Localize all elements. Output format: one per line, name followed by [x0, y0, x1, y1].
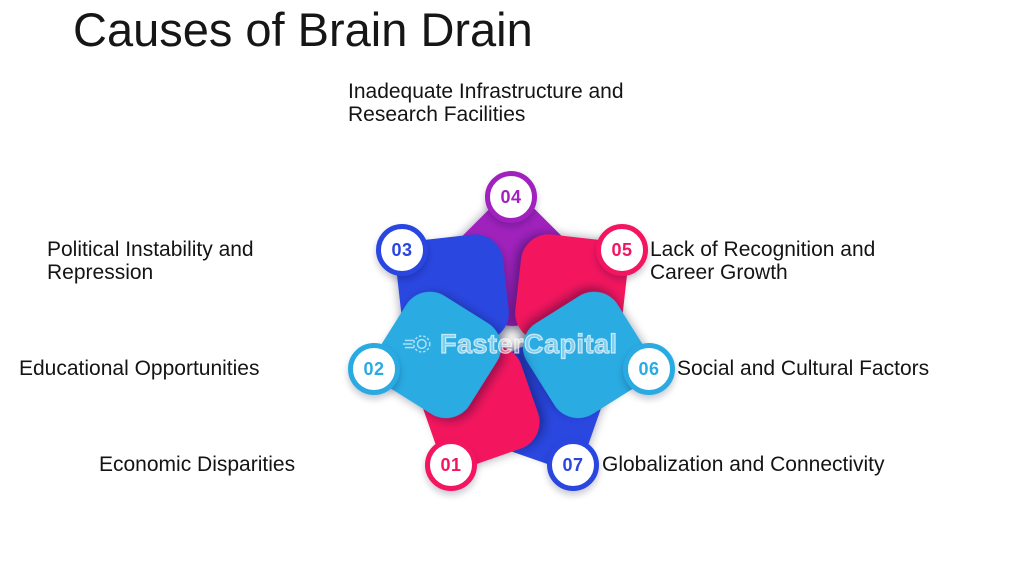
- badge-03: 03: [376, 224, 428, 276]
- item-label-07: Globalization and Connectivity: [602, 453, 885, 476]
- badge-number: 06: [638, 358, 660, 379]
- item-label-06: Social and Cultural Factors: [677, 357, 929, 380]
- label-line: Research Facilities: [348, 103, 526, 126]
- badge-number: 04: [500, 186, 522, 207]
- label-line: Educational Opportunities: [19, 357, 260, 380]
- badge-number: 03: [391, 239, 413, 260]
- badge-04: 04: [485, 171, 537, 223]
- item-label-05: Lack of Recognition and Career Growth: [650, 238, 875, 284]
- item-label-03: Political Instability and Repression: [47, 238, 254, 284]
- label-line: Economic Disparities: [99, 453, 296, 476]
- badge-number: 01: [440, 454, 462, 475]
- badge-number: 07: [562, 454, 584, 475]
- badge-01: 01: [425, 439, 477, 491]
- badge-05: 05: [596, 224, 648, 276]
- label-line: Political Instability and: [47, 238, 254, 261]
- label-line: Inadequate Infrastructure and: [348, 80, 624, 103]
- petal-02: [374, 291, 502, 419]
- item-label-04: Inadequate Infrastructure and Research F…: [348, 80, 624, 126]
- badge-number: 05: [611, 239, 633, 260]
- badge-06: 06: [623, 343, 675, 395]
- label-line: Social and Cultural Factors: [677, 357, 930, 380]
- badge-02: 02: [348, 343, 400, 395]
- label-line: Globalization and Connectivity: [602, 453, 885, 476]
- item-label-02: Educational Opportunities: [19, 357, 260, 380]
- badge-07: 07: [547, 439, 599, 491]
- label-line: Lack of Recognition and: [650, 238, 876, 261]
- item-label-01: Economic Disparities: [99, 453, 295, 476]
- label-line: Career Growth: [650, 261, 788, 284]
- petal-06: [522, 291, 650, 419]
- page-title: Causes of Brain Drain: [73, 3, 533, 56]
- badge-number: 02: [363, 358, 385, 379]
- label-line: Repression: [47, 261, 154, 284]
